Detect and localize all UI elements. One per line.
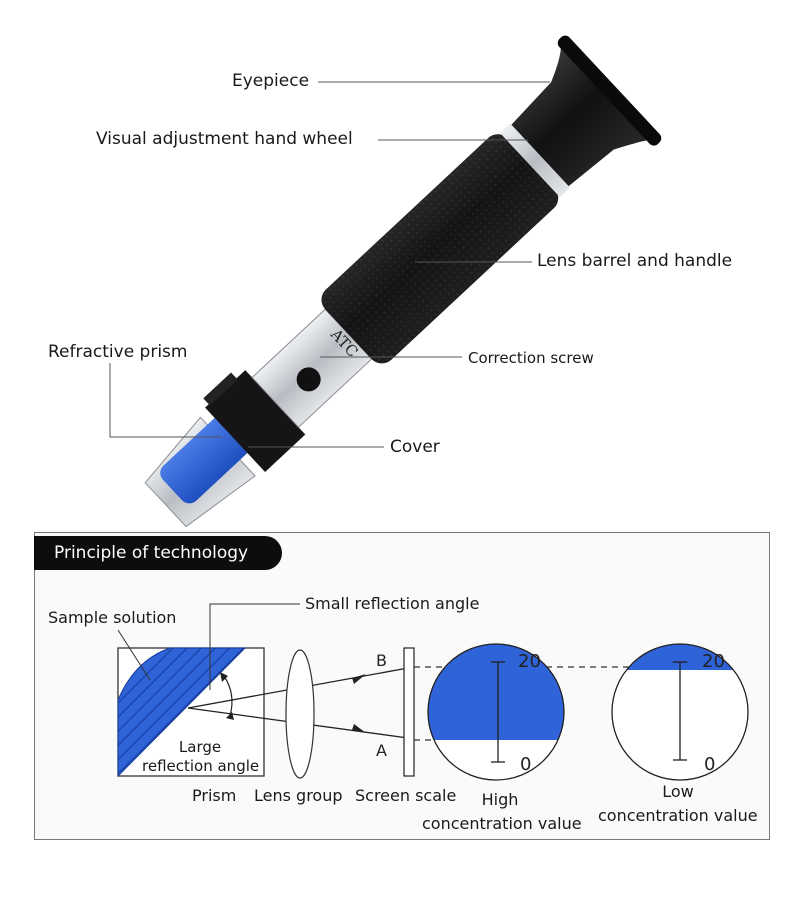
small-angle-label: Small reflection angle — [305, 594, 480, 613]
callout-prism: Refractive prism — [48, 342, 188, 362]
lens-group-label: Lens group — [254, 786, 343, 805]
screen-scale-label: Screen scale — [355, 786, 457, 805]
lens — [285, 649, 315, 779]
principle-title: Principle of technology — [34, 536, 282, 570]
screen-scale — [403, 647, 415, 777]
prism-label: Prism — [192, 786, 237, 805]
sample-solution-label: Sample solution — [48, 608, 177, 627]
callout-screw: Correction screw — [468, 349, 594, 367]
large-angle-label-1: Large — [178, 738, 222, 756]
callout-cover: Cover — [390, 437, 440, 457]
correction-screw — [296, 367, 321, 392]
point-b: B — [376, 651, 387, 670]
high-view-circle — [427, 643, 565, 781]
callout-hand-wheel: Visual adjustment hand wheel — [96, 129, 353, 149]
high-label-2: concentration value — [422, 814, 582, 833]
high-label-1: High — [481, 790, 519, 809]
large-angle-label-2: reflection angle — [142, 757, 260, 775]
callout-barrel: Lens barrel and handle — [537, 251, 733, 271]
low-scale-bottom: 0 — [704, 754, 715, 775]
eyepiece-shape — [511, 40, 661, 187]
low-view-circle — [611, 643, 749, 781]
high-scale-top: 20 — [518, 651, 541, 672]
low-label-1: Low — [662, 782, 694, 801]
high-scale-bottom: 0 — [520, 754, 531, 775]
callout-eyepiece: Eyepiece — [232, 71, 310, 91]
low-scale-top: 20 — [702, 651, 725, 672]
point-a: A — [376, 741, 387, 760]
adjustment-ring — [499, 123, 571, 198]
low-label-2: concentration value — [598, 806, 758, 825]
